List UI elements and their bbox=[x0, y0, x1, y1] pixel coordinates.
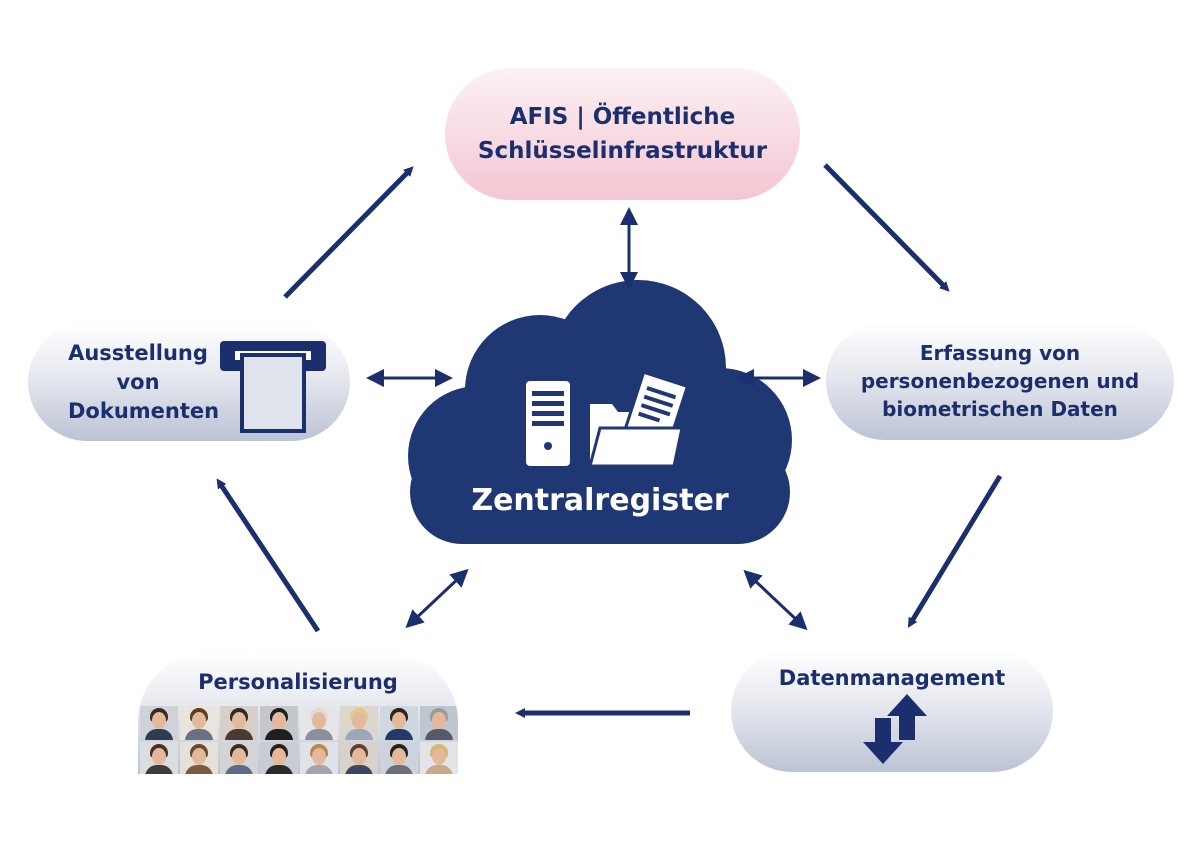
portrait-icon bbox=[180, 706, 218, 740]
personalisierung-label: Personalisierung bbox=[198, 670, 398, 694]
afis-node: AFIS | Öffentliche Schlüsselinfrastruktu… bbox=[445, 68, 800, 200]
portrait-head bbox=[312, 748, 326, 765]
personalisierung-node: Personalisierung bbox=[138, 652, 458, 774]
ausstellung-node: Ausstellung von Dokumenten bbox=[28, 323, 350, 441]
afis-line-1: AFIS | Öffentliche bbox=[509, 104, 736, 130]
portrait-body bbox=[305, 765, 333, 774]
portrait-icon bbox=[220, 742, 258, 774]
ausstellung-label: Ausstellung von Dokumenten bbox=[68, 339, 220, 426]
datenmanagement-label: Datenmanagement bbox=[778, 666, 1006, 690]
erfassung-line-3: biometrischen Daten bbox=[882, 397, 1118, 421]
portrait-head bbox=[312, 712, 326, 729]
portrait-head bbox=[232, 748, 246, 765]
portrait-icon bbox=[300, 742, 338, 774]
folder-document-icon bbox=[588, 370, 690, 468]
afis-line-2: Schlüsselinfrastruktur bbox=[477, 138, 768, 164]
portrait-icon bbox=[180, 742, 218, 774]
portrait-body bbox=[185, 765, 213, 774]
portrait-icon bbox=[140, 742, 178, 774]
portrait-body bbox=[225, 765, 253, 774]
portrait-head bbox=[392, 748, 406, 765]
erfassung-line-2: personenbezogenen und bbox=[860, 369, 1140, 393]
portrait-head bbox=[272, 748, 286, 765]
ausstellung-line-1: Ausstellung bbox=[68, 340, 208, 365]
server-icon bbox=[526, 381, 570, 466]
document-slot-icon bbox=[220, 341, 326, 433]
portrait-grid bbox=[140, 706, 458, 774]
arrow-erfassung-to-datenmanagement bbox=[907, 474, 1003, 628]
portrait-body bbox=[425, 765, 453, 774]
portrait-body bbox=[145, 729, 173, 740]
portrait-body bbox=[305, 729, 333, 740]
erfassung-label: Erfassung von personenbezogenen und biom… bbox=[861, 339, 1139, 423]
portrait-head bbox=[192, 712, 206, 729]
portrait-icon bbox=[340, 706, 378, 740]
afis-label: AFIS | Öffentliche Schlüsselinfrastruktu… bbox=[478, 100, 767, 168]
portrait-icon bbox=[260, 706, 298, 740]
portrait-icon bbox=[380, 706, 418, 740]
portrait-body bbox=[265, 765, 293, 774]
portrait-icon bbox=[340, 742, 378, 774]
portrait-head bbox=[392, 712, 406, 729]
portrait-head bbox=[432, 712, 446, 729]
arrow-afis-to-erfassung bbox=[823, 163, 950, 292]
link-datenmanagement-cloud bbox=[743, 569, 808, 631]
portrait-body bbox=[345, 765, 373, 774]
arrow-personalisierung-to-ausstellung bbox=[216, 478, 321, 633]
portrait-icon bbox=[140, 706, 178, 740]
portrait-head bbox=[432, 748, 446, 765]
portrait-head bbox=[232, 712, 246, 729]
portrait-icon bbox=[300, 706, 338, 740]
portrait-head bbox=[352, 712, 366, 729]
portrait-body bbox=[185, 729, 213, 740]
link-personalisierung-cloud bbox=[405, 568, 469, 629]
portrait-icon bbox=[420, 706, 458, 740]
portrait-head bbox=[152, 712, 166, 729]
ausstellung-line-2: von bbox=[116, 369, 160, 394]
portrait-icon bbox=[260, 742, 298, 774]
arrow-ausstellung-to-afis bbox=[283, 166, 414, 299]
portrait-head bbox=[152, 748, 166, 765]
portrait-body bbox=[345, 729, 373, 740]
portrait-body bbox=[145, 765, 173, 774]
portrait-body bbox=[265, 729, 293, 740]
portrait-icon bbox=[380, 742, 418, 774]
portrait-head bbox=[192, 748, 206, 765]
portrait-body bbox=[225, 729, 253, 740]
portrait-head bbox=[272, 712, 286, 729]
portrait-body bbox=[385, 765, 413, 774]
portrait-body bbox=[425, 729, 453, 740]
portrait-icon bbox=[420, 742, 458, 774]
erfassung-line-1: Erfassung von bbox=[919, 341, 1081, 365]
ausstellung-line-3: Dokumenten bbox=[68, 398, 220, 423]
data-exchange-icon bbox=[863, 694, 927, 764]
zentralregister-label: Zentralregister bbox=[471, 483, 729, 518]
portrait-icon bbox=[220, 706, 258, 740]
portrait-head bbox=[352, 748, 366, 765]
datenmanagement-node: Datenmanagement bbox=[731, 650, 1053, 772]
erfassung-node: Erfassung von personenbezogenen und biom… bbox=[826, 322, 1174, 440]
portrait-body bbox=[385, 729, 413, 740]
